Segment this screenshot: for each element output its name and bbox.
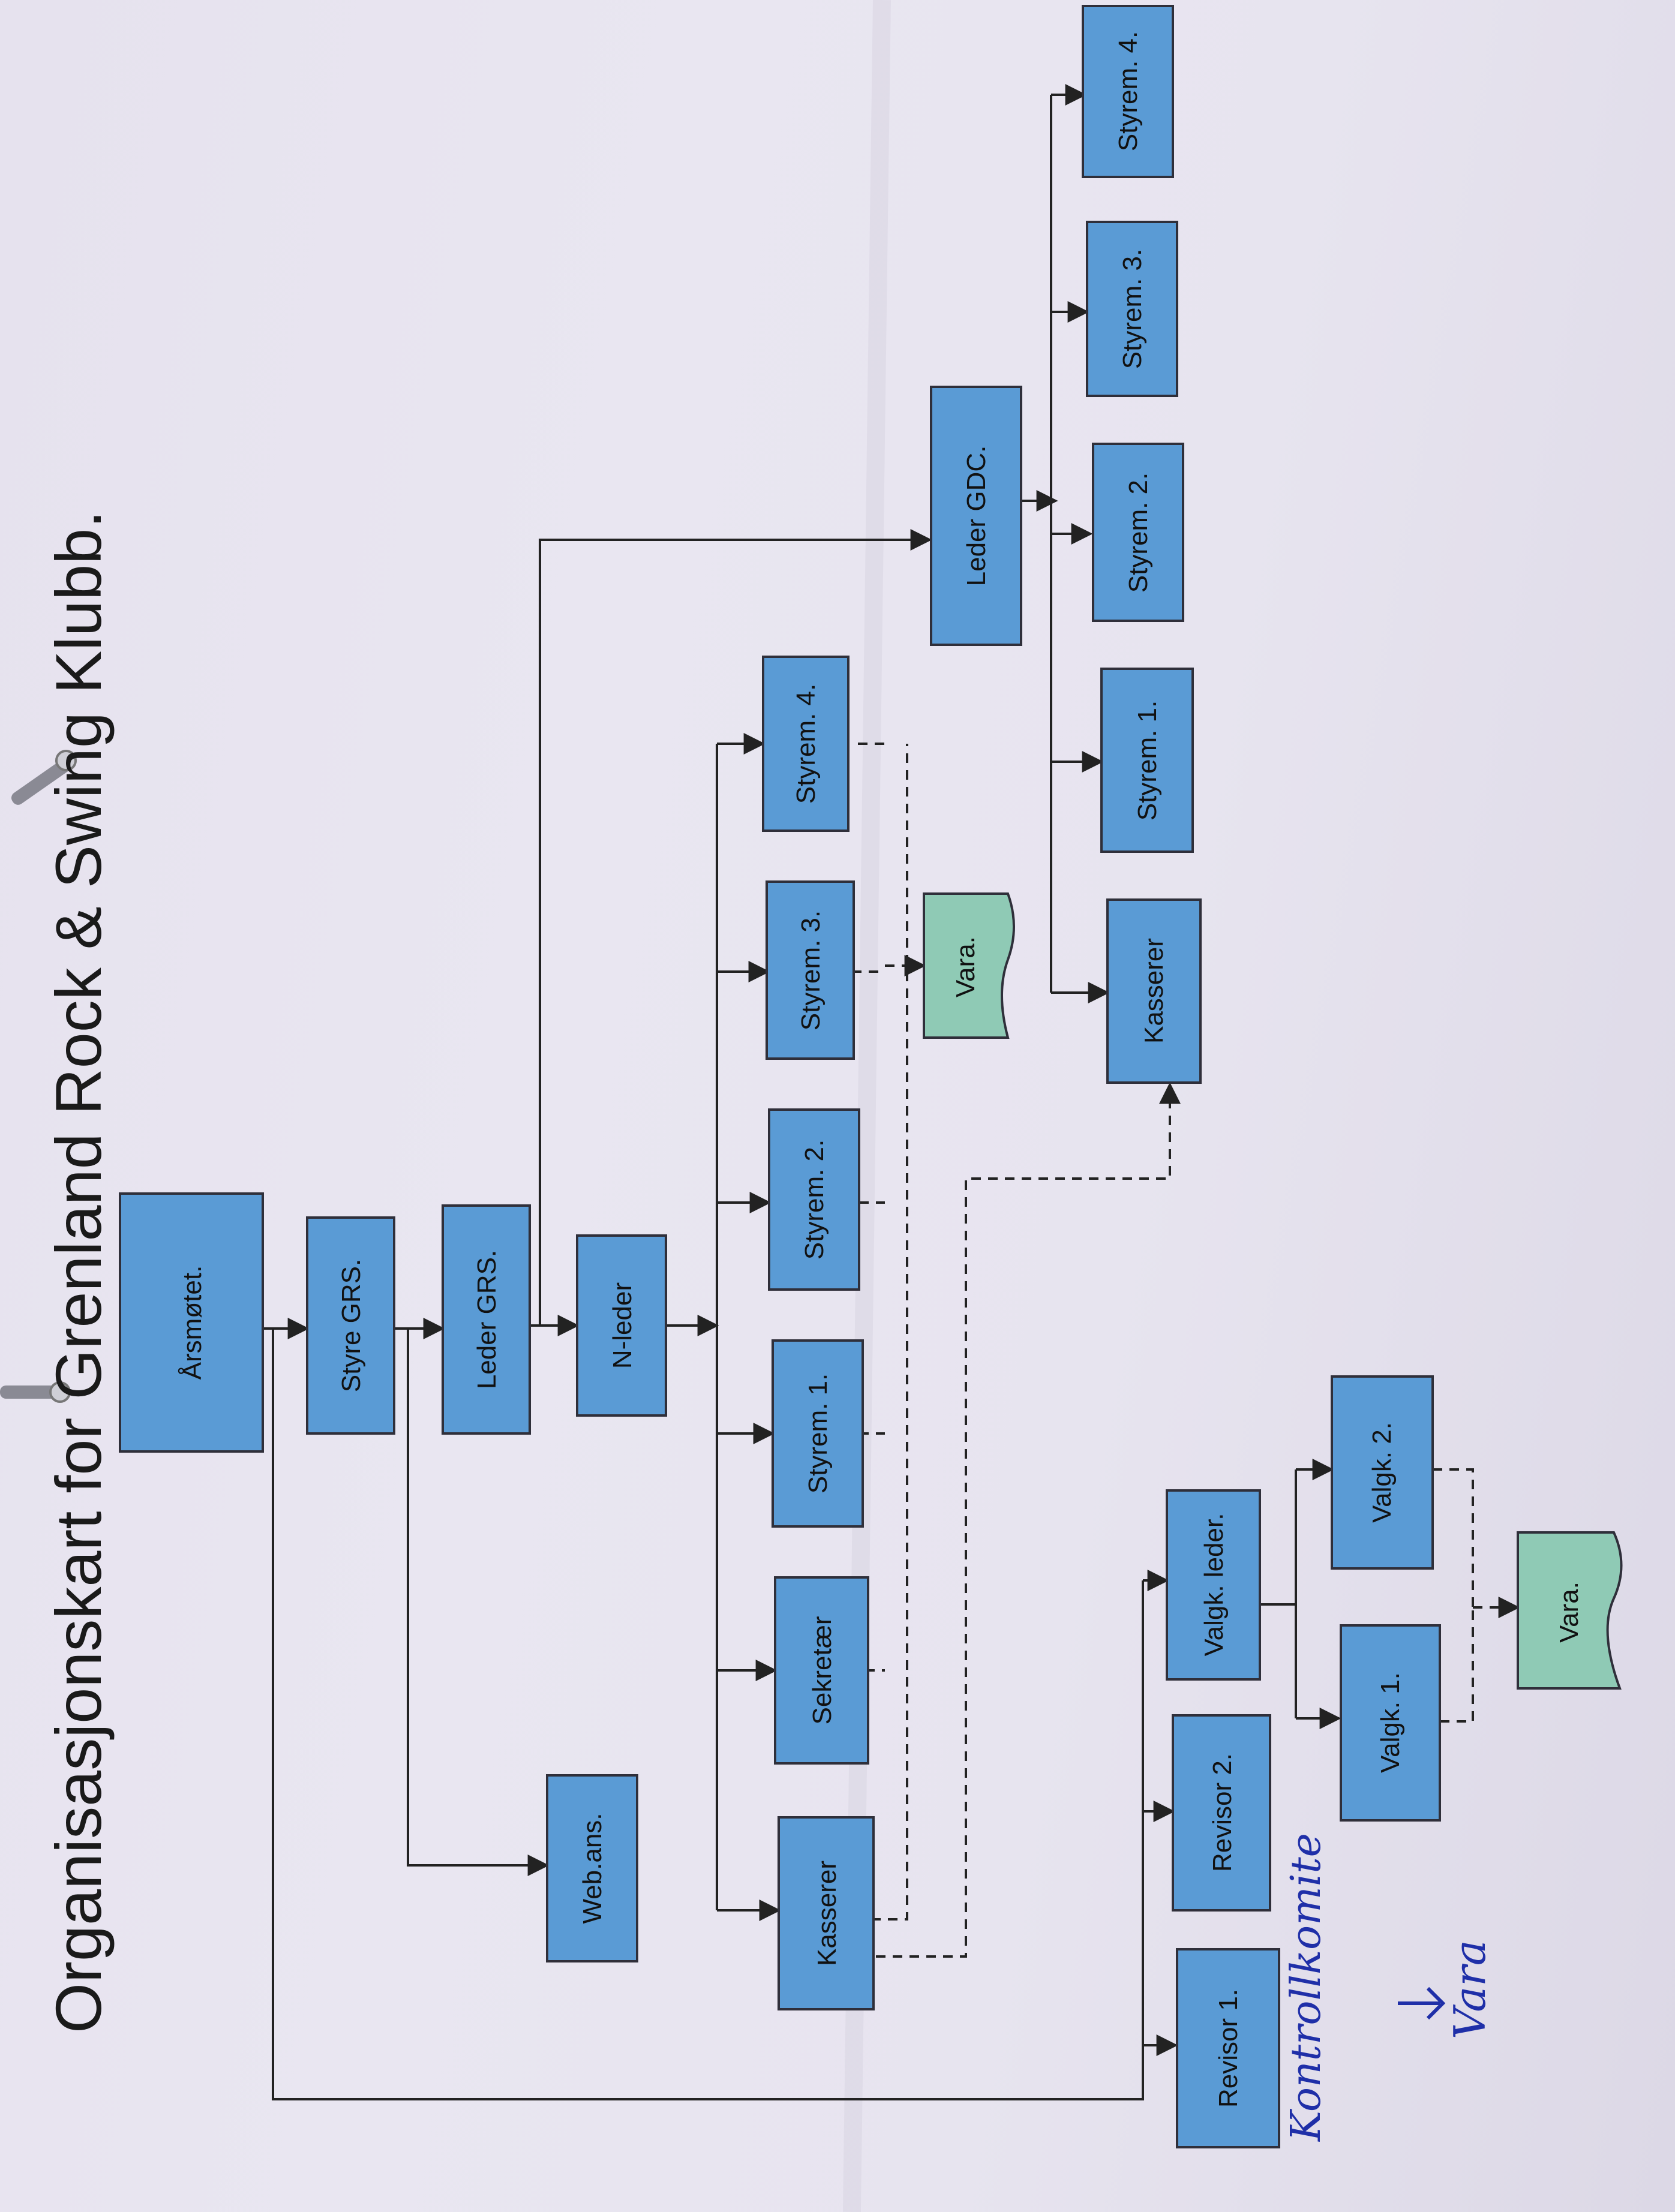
- svg-text:Styrem. 1.: Styrem. 1.: [1133, 701, 1162, 821]
- box-valgk-leder: Valgk. leder.: [1166, 1489, 1261, 1681]
- svg-text:Vara.: Vara.: [951, 936, 980, 997]
- handwritten-arrow: [1398, 1986, 1446, 2020]
- box-styrem-3: Styrem. 3.: [766, 880, 855, 1060]
- box-kasserer-gdc: Kasserer: [1106, 898, 1202, 1084]
- svg-text:Vara.: Vara.: [1554, 1582, 1584, 1643]
- svg-text:Styrem. 2.: Styrem. 2.: [1124, 473, 1153, 593]
- box-vara-grs: Vara.: [923, 892, 1015, 1039]
- svg-text:Kasserer: Kasserer: [1139, 938, 1169, 1044]
- box-styrem-1: Styrem. 1.: [772, 1339, 864, 1528]
- svg-text:Styrem. 4.: Styrem. 4.: [791, 684, 821, 804]
- box-valgk-1: Valgk. 1.: [1340, 1624, 1441, 1822]
- box-gdc-styrem-2: Styrem. 2.: [1092, 443, 1184, 622]
- svg-text:Valgk. leder.: Valgk. leder.: [1199, 1513, 1229, 1657]
- box-n-leder: N-leder: [576, 1234, 667, 1417]
- box-leder-gdc: Leder GDC.: [930, 386, 1022, 646]
- svg-text:Kasserer: Kasserer: [812, 1861, 842, 1966]
- svg-text:Revisor 2.: Revisor 2.: [1208, 1753, 1237, 1872]
- svg-text:N-leder: N-leder: [608, 1282, 637, 1369]
- box-sekretaer: Sekretær: [774, 1576, 869, 1765]
- handwritten-vara: Vara: [1445, 1940, 1495, 2039]
- connector-lines: [261, 84, 1341, 2100]
- svg-text:Revisor 1.: Revisor 1.: [1214, 1989, 1243, 2108]
- binder-ring-top: [11, 750, 77, 805]
- svg-text:Leder GDC.: Leder GDC.: [962, 446, 991, 587]
- svg-text:Styrem. 1.: Styrem. 1.: [803, 1374, 833, 1494]
- svg-text:Valgk. 1.: Valgk. 1.: [1376, 1672, 1405, 1773]
- box-revisor-1: Revisor 1.: [1176, 1948, 1280, 2148]
- box-gdc-styrem-3: Styrem. 3.: [1086, 221, 1178, 397]
- box-arsmotet: Årsmøtet.: [119, 1192, 264, 1453]
- svg-text:Sekretær: Sekretær: [808, 1616, 837, 1725]
- box-kasserer-grs: Kasserer: [778, 1816, 875, 2010]
- svg-text:Web.ans.: Web.ans.: [578, 1813, 607, 1924]
- svg-text:Styrem. 3.: Styrem. 3.: [1118, 249, 1147, 369]
- box-web-ans: Web.ans.: [546, 1774, 638, 1962]
- svg-text:Styrem. 3.: Styrem. 3.: [796, 910, 826, 1031]
- chart-title: Organisasjonskart for Grenland Rock & Sw…: [42, 510, 115, 2033]
- box-styrem-2: Styrem. 2.: [768, 1108, 860, 1291]
- handwritten-kontrollkomite: Kontrollkomite: [1283, 1833, 1330, 2142]
- box-gdc-styrem-1: Styrem. 1.: [1100, 668, 1194, 853]
- box-valgk-2: Valgk. 2.: [1331, 1375, 1434, 1570]
- box-styrem-4: Styrem. 4.: [762, 656, 849, 832]
- box-vara-valgk: Vara.: [1517, 1531, 1623, 1690]
- svg-text:Styre GRS.: Styre GRS.: [337, 1259, 366, 1393]
- svg-text:Styrem. 4.: Styrem. 4.: [1113, 31, 1143, 152]
- box-revisor-2: Revisor 2.: [1172, 1714, 1271, 1912]
- box-styre-grs: Styre GRS.: [306, 1216, 395, 1435]
- box-gdc-styrem-4: Styrem. 4.: [1082, 5, 1174, 178]
- binder-ring-bottom: [0, 1381, 71, 1403]
- svg-text:Valgk. 2.: Valgk. 2.: [1367, 1422, 1397, 1523]
- svg-text:Leder GRS.: Leder GRS.: [472, 1250, 502, 1389]
- box-leder-grs: Leder GRS.: [442, 1204, 531, 1435]
- svg-text:Årsmøtet.: Årsmøtet.: [178, 1266, 207, 1380]
- svg-text:Styrem. 2.: Styrem. 2.: [800, 1140, 829, 1260]
